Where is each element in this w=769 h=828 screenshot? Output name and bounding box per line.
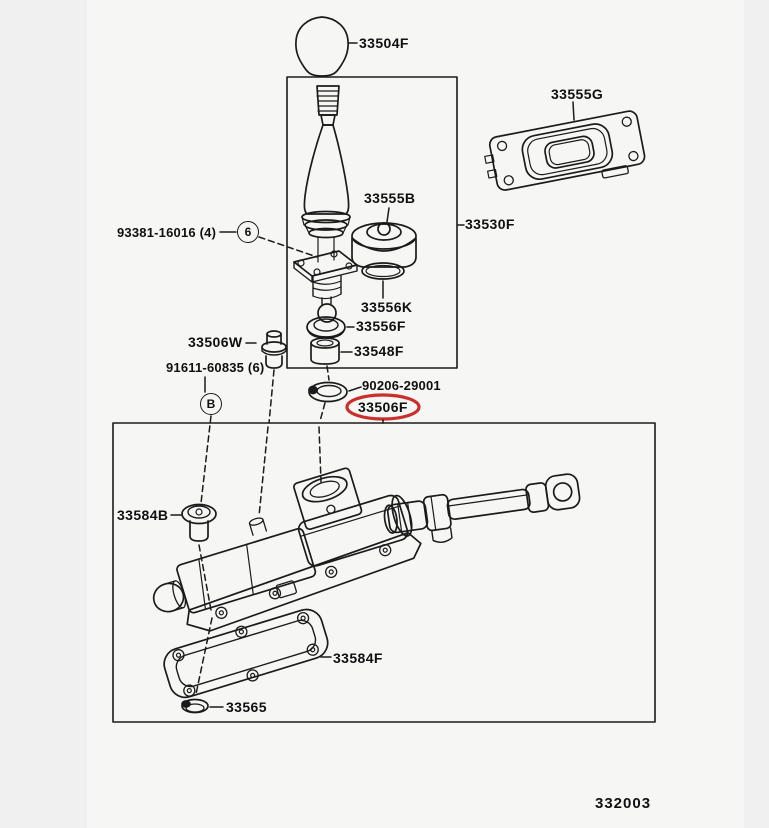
lever-cushion-drawing bbox=[351, 207, 417, 268]
shift-knob-drawing bbox=[295, 16, 358, 77]
cap-drawing bbox=[181, 698, 209, 714]
lower-assembly-box bbox=[112, 422, 656, 723]
part-label-bushing: 33548F bbox=[354, 343, 404, 359]
part-label-plate: 33555G bbox=[551, 86, 604, 102]
plug-drawing bbox=[181, 503, 217, 542]
part-label-knob: 33504F bbox=[359, 35, 409, 51]
part-label-oring: 33556K bbox=[361, 299, 413, 315]
lever-seat-drawing bbox=[306, 316, 355, 339]
shift-rod-drawing bbox=[383, 473, 581, 543]
part-label-bolt: 91611-60835 (6) bbox=[166, 360, 265, 375]
part-label-gasket: 33584F bbox=[333, 650, 383, 666]
upper-assembly-box bbox=[286, 76, 458, 369]
part-label-seat: 33556F bbox=[356, 318, 406, 334]
snap-ring-drawing bbox=[361, 262, 405, 299]
lever-bushing-drawing bbox=[310, 337, 353, 365]
diagram-code: 332003 bbox=[595, 795, 652, 812]
shift-lever-drawing bbox=[293, 85, 358, 323]
shaft-pin-drawing bbox=[245, 330, 287, 369]
leader-lines bbox=[170, 101, 575, 708]
part-label-housing-assembly-highlighted: 33506F bbox=[358, 399, 408, 415]
part-label-plug: 33584B bbox=[117, 507, 169, 523]
housing-drawing bbox=[152, 467, 422, 632]
bolt-callout-circle: B bbox=[200, 393, 222, 415]
washer-drawing bbox=[308, 381, 362, 403]
part-label-pin: 33506W bbox=[188, 334, 243, 350]
part-label-lever-assembly: 33530F bbox=[465, 216, 515, 232]
part-label-screw: 93381-16016 (4) bbox=[117, 225, 217, 240]
dashed-assembly-lines bbox=[195, 236, 330, 695]
highlight-oval bbox=[345, 393, 421, 424]
part-label-cushion: 33555B bbox=[364, 190, 416, 206]
part-label-cap: 33565 bbox=[226, 699, 267, 715]
part-label-washer: 90206-29001 bbox=[362, 378, 441, 393]
shift-plate-drawing bbox=[484, 110, 646, 191]
gasket-drawing bbox=[163, 608, 329, 699]
screw-callout-circle: 6 bbox=[237, 221, 259, 243]
